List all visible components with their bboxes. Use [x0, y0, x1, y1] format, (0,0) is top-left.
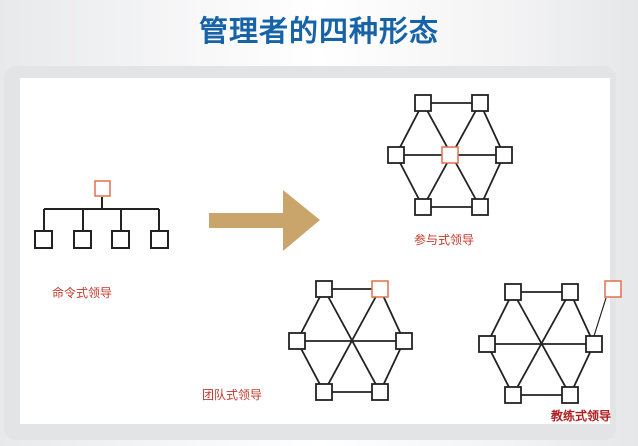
leader-node — [371, 280, 389, 298]
member-node — [288, 332, 306, 350]
leader-node — [94, 180, 111, 197]
member-node — [371, 383, 389, 401]
leader-node — [604, 280, 622, 298]
content-panel — [20, 78, 610, 424]
member-node — [561, 386, 579, 404]
member-node — [471, 198, 489, 216]
member-node — [504, 386, 522, 404]
member-node — [561, 283, 579, 301]
member-node — [315, 383, 333, 401]
member-node — [585, 335, 603, 353]
participative-label: 参与式领导 — [414, 233, 475, 247]
member-node — [471, 94, 489, 112]
command-label: 命令式领导 — [52, 286, 113, 300]
member-node — [504, 283, 522, 301]
member-node — [150, 230, 169, 249]
member-node — [414, 198, 432, 216]
member-node — [495, 146, 513, 164]
participative-diagram — [387, 94, 513, 216]
member-node — [414, 94, 432, 112]
leader-node — [441, 146, 459, 164]
transition-arrow — [209, 190, 320, 251]
team-diagram — [288, 280, 413, 401]
member-node — [315, 280, 333, 298]
member-node — [111, 230, 130, 249]
team-label: 团队式领导 — [202, 388, 263, 402]
member-node — [395, 332, 413, 350]
member-node — [73, 230, 92, 249]
coaching-label: 教练式领导 — [551, 409, 612, 423]
command-diagram — [34, 180, 169, 249]
member-node — [478, 335, 496, 353]
page-title: 管理者的四种形态 — [198, 14, 439, 48]
coaching-diagram — [478, 280, 622, 404]
member-node — [34, 230, 53, 249]
member-node — [387, 146, 405, 164]
